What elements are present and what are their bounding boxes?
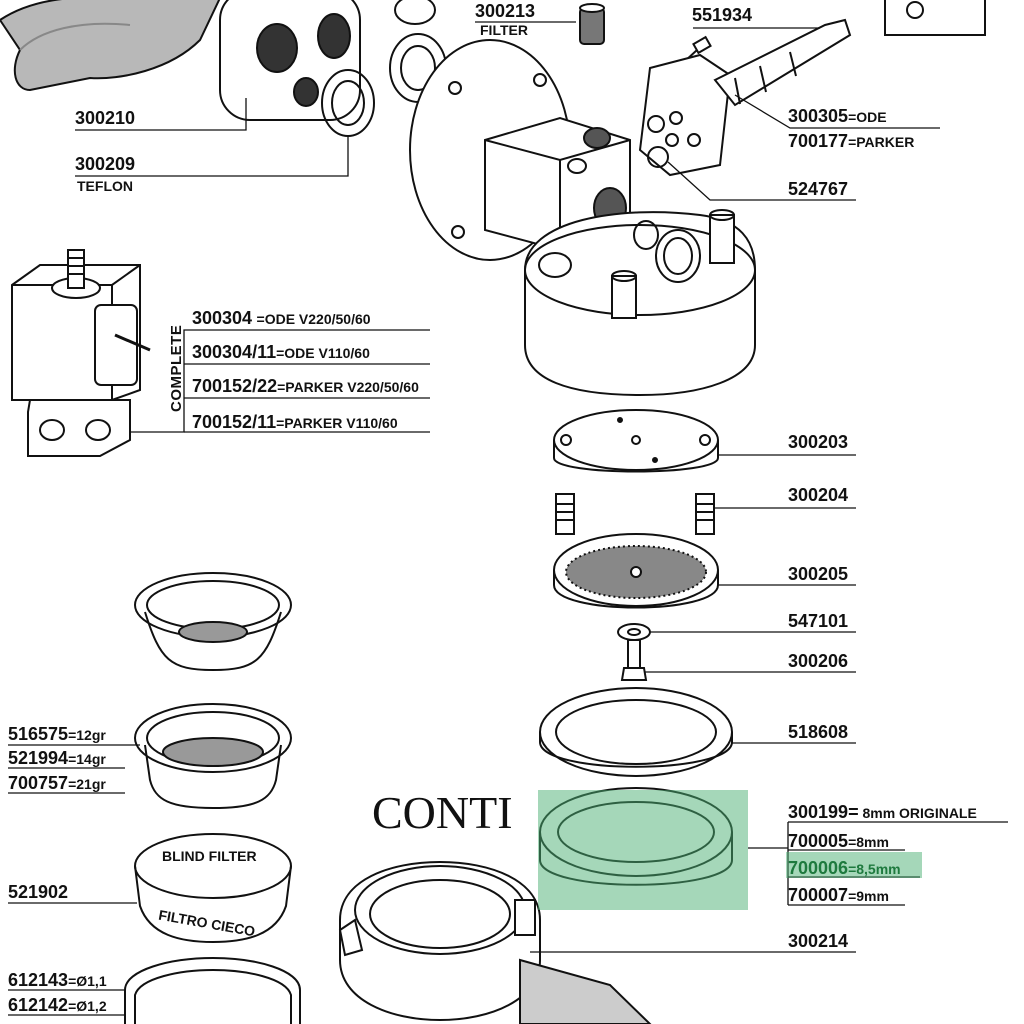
label-300304: 300304 =ODE V220/50/60 (192, 308, 371, 328)
label-700152-22: 700152/22=PARKER V220/50/60 (192, 376, 419, 396)
mesh-filter (579, 3, 605, 45)
label-700757: 700757=21gr (8, 773, 106, 793)
screen-washer (617, 623, 651, 641)
label-300206: 300206 (788, 651, 849, 671)
diffuser-screws (555, 493, 715, 535)
label-700152-11: 700152/11=PARKER V110/60 (192, 412, 398, 432)
label-521994: 521994=14gr (8, 748, 106, 768)
label-300209: 300209 (75, 154, 136, 174)
portafilter (338, 860, 652, 1024)
label-300213: 300213 (475, 1, 536, 21)
label-300203: 300203 (788, 432, 849, 452)
group-head (409, 39, 756, 397)
blind-filter (134, 833, 292, 944)
label-700007: 700007=9mm (788, 885, 889, 905)
part-highlight (786, 852, 922, 878)
label-300305: 300305=ODE (788, 106, 887, 126)
label-612143: 612143=Ø1,1 (8, 970, 107, 990)
label-516575: 516575=12gr (8, 724, 106, 744)
label-300304-11: 300304/11=ODE V110/60 (192, 342, 370, 362)
label-612142: 612142=Ø1,2 (8, 995, 107, 1015)
gasket-highlight (538, 790, 748, 910)
washer-top-1 (394, 0, 436, 25)
group-head-body-part (0, 0, 361, 121)
label-complete: COMPLETE (168, 324, 185, 412)
label-518608: 518608 (788, 722, 849, 742)
label-524767: 524767 (788, 179, 849, 199)
label-700005: 700005=8mm (788, 831, 889, 851)
screen-screw (620, 639, 648, 681)
solenoid-valve (11, 249, 151, 457)
label-300205: 300205 (788, 564, 849, 584)
label-teflon: TEFLON (77, 178, 133, 194)
spring-ring (124, 956, 301, 1024)
label-300199: 300199= 8mm ORIGINALE (788, 802, 977, 822)
label-521902: 521902 (8, 882, 69, 902)
label-300214: 300214 (788, 931, 849, 951)
label-filter: FILTER (480, 22, 528, 38)
label-300204: 300204 (788, 485, 849, 505)
label-700006: 700006=8,5mm (788, 858, 901, 878)
label-blind-filter: BLIND FILTER (162, 848, 257, 864)
shower-screen (553, 533, 719, 609)
label-300210: 300210 (75, 108, 136, 128)
valve-assembly (638, 18, 852, 177)
filter-basket-single (134, 572, 292, 672)
group-gasket (539, 687, 733, 777)
label-551934: 551934 (692, 5, 753, 25)
top-right-block (884, 0, 986, 36)
label-547101: 547101 (788, 611, 849, 631)
brand-conti: CONTI (372, 787, 513, 838)
diffuser-plate (553, 409, 719, 473)
valve-washer (647, 146, 669, 168)
filter-basket-double (134, 703, 292, 810)
label-700177: 700177=PARKER (788, 131, 915, 151)
